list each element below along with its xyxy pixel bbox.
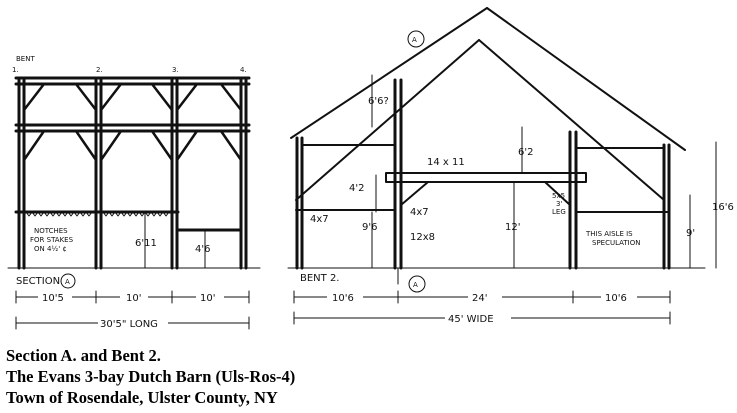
section-plates [14,76,251,232]
aisle-note-line2: SPECULATION [592,239,641,247]
total-length-label: 30'5" LONG [100,319,158,330]
bent-dimension-lines [371,74,717,269]
bay-width-3: 10' [200,293,215,304]
width-2: 24' [472,293,487,304]
caption-line-1: Section A. and Bent 2. [6,346,161,365]
dim-9: 9' [686,228,695,239]
bottom-marker-letter: A [413,281,418,289]
width-mask-2 [468,290,502,304]
dim-4-2: 4'2 [349,183,364,194]
bent-braces [400,181,577,211]
bent-number-1: 1. [12,66,19,74]
section-a-drawing: BENT 1. 2. 3. 4. [7,55,261,330]
bent-number-3: 3. [172,66,179,74]
dim-6-11: 6'11 [135,238,157,249]
bent-beams [295,144,670,213]
dim-12x8: 12x8 [410,232,435,243]
section-braces [22,82,243,162]
bay-dim-mask-3 [196,290,224,304]
total-width-label: 45' WIDE [448,314,494,325]
notches-note-line3: ON 4½' ¢ [34,245,67,253]
caption: Section A. and Bent 2. The Evans 3-bay D… [6,345,295,408]
section-marker-circle [60,273,76,289]
dim-16-6: 16'6 [712,202,734,213]
dim-6-2: 6'2 [518,147,533,158]
bay-dimension-ticks [15,290,250,304]
dim-14x11: 14 x 11 [427,157,465,168]
dim-12: 12' [505,222,520,233]
caption-line-2: The Evans 3-bay Dutch Barn (Uls-Ros-4) [6,367,296,386]
dim-4x7-right: 4x7 [410,207,429,218]
notches-note-line2: FOR STAKES [30,236,74,244]
dim-9-6: 9'6 [362,222,377,233]
top-marker-circle [407,30,425,48]
caption-line-3: Town of Rosendale, Ulster County, NY [6,388,278,407]
dim-4-6: 4'6 [195,244,210,255]
section-notches [25,211,170,217]
bent-2-drawing: A [287,7,734,325]
notches-note-line1: NOTCHES [34,227,68,235]
bent-number-2: 2. [96,66,103,74]
roof-rafters [290,7,686,201]
bent-label: BENT [16,55,35,63]
bay-dim-mask-1 [38,290,72,304]
total-width-mask [445,311,511,325]
width-mask-1 [327,290,363,304]
dim-4x7-left: 4x7 [310,214,329,225]
bay-dim-mask-2 [120,290,148,304]
section-marker-letter: A [65,278,70,286]
dim-leg: LEG [552,208,566,216]
bent-number-4: 4. [240,66,247,74]
width-1: 10'6 [332,293,354,304]
dim-3: 3' [556,200,562,208]
bay-width-2: 10' [126,293,141,304]
width-dimension-ticks [293,290,671,304]
dim-6-6: 6'6? [368,96,389,107]
top-marker-letter: A [412,36,417,44]
bay-width-1: 10'5 [42,293,64,304]
aisle-note-line1: THIS AISLE IS [585,230,633,238]
width-3: 10'6 [605,293,627,304]
width-mask-3 [601,290,637,304]
bottom-marker-circle [408,275,426,293]
dim-5x5: 5x5 [552,192,565,200]
bent-2-label: BENT 2. [300,273,340,284]
total-length-mask [98,316,168,330]
section-posts [17,76,248,270]
section-label: SECTION [16,276,60,287]
